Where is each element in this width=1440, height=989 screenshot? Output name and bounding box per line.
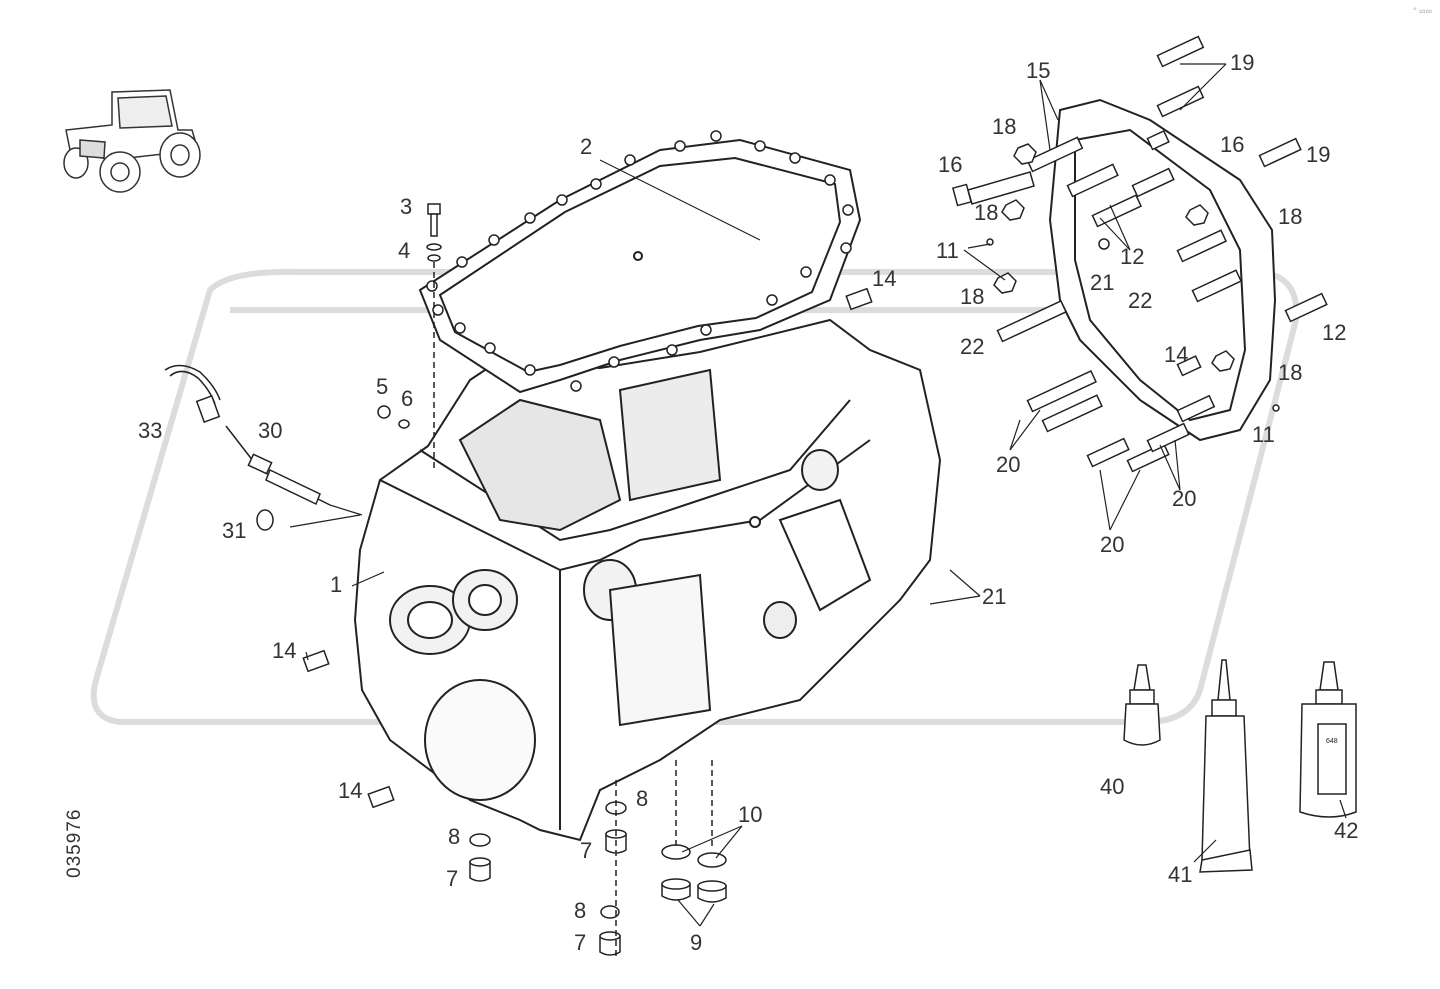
callout-3: 3 [400,194,413,219]
callout-18-d: 18 [960,284,985,309]
callout-4: 4 [398,238,411,263]
callout-11-bottom: 11 [1252,422,1275,447]
callout-14-left: 14 [272,638,297,663]
callout-15: 15 [1026,58,1051,83]
callout-40: 40 [1100,774,1125,799]
callout-19-right: 19 [1306,142,1331,167]
callout-20-right: 20 [1172,486,1197,511]
right-bolts [951,35,1328,473]
callout-22-top: 22 [1128,288,1153,313]
callout-14-bottom: 14 [338,778,363,803]
callout-18-e: 18 [1278,360,1303,385]
callout-18-a: 18 [992,114,1017,139]
callout-30: 30 [258,418,283,443]
callout-31: 31 [222,518,247,543]
callout-8-left: 8 [448,824,461,849]
callout-21-bottom: 21 [982,584,1007,609]
drawing-id: 035976 [64,808,85,878]
callout-7-low: 7 [574,930,587,955]
dowel-pins [302,287,873,809]
callout-19-top: 19 [1230,50,1255,75]
callout-2: 2 [580,134,593,159]
callout-5: 5 [376,374,389,399]
callout-1: 1 [330,572,343,597]
gearbox-housing [353,318,942,842]
callout-7-mid: 7 [580,838,593,863]
callout-9: 9 [690,930,703,955]
callout-14-right: 14 [1164,342,1189,367]
callout-6: 6 [401,386,414,411]
callout-8-mid: 8 [636,786,649,811]
tractor-icon [63,89,201,193]
sealant-bottle-40 [1123,664,1161,746]
sealant-tube-41 [1199,659,1253,873]
callout-12-right: 12 [1322,320,1347,345]
callout-41: 41 [1168,862,1193,887]
callout-18-c: 18 [1278,204,1303,229]
callout-21-top: 21 [1090,270,1115,295]
sensor-assembly [164,364,410,531]
callout-18-b: 18 [974,200,999,225]
bottle-label: 648 [1326,738,1338,745]
corner-mark: ° ∞∞ [1413,6,1432,16]
callout-14-top: 14 [872,266,897,291]
callout-16-right: 16 [1220,132,1245,157]
callout-7-left: 7 [446,866,459,891]
callout-12-left: 12 [1120,244,1145,269]
callout-20-low: 20 [1100,532,1125,557]
callout-8-low: 8 [574,898,587,923]
callout-22-left: 22 [960,334,985,359]
callout-42: 42 [1334,818,1359,843]
callout-33: 33 [138,418,163,443]
bolt-3 [426,203,442,470]
callout-16-left: 16 [938,152,963,177]
callout-20-left: 20 [996,452,1021,477]
callout-11-top: 11 [936,238,959,263]
callout-10: 10 [738,802,763,827]
threadlock-bottle-42 [1299,661,1357,818]
